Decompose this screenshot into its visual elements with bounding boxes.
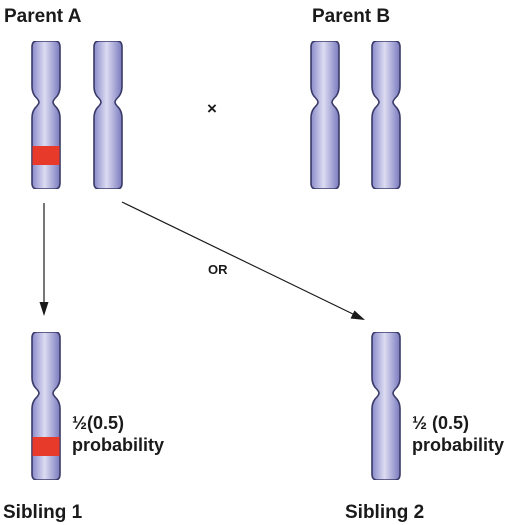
probability-fraction: ½ [412, 413, 427, 433]
marker-band [32, 437, 60, 456]
cross-symbol: × [207, 99, 217, 118]
probability-decimal: (0.5) [87, 413, 124, 433]
sibling-2-label: Sibling 2 [345, 502, 424, 523]
arrow-to-sibling-1 [39, 203, 49, 316]
or-label: OR [208, 262, 228, 277]
sibling-1-label: Sibling 1 [3, 502, 83, 523]
parent-b-label: Parent B [312, 6, 390, 27]
sibling-1-probability-word: probability [72, 435, 164, 455]
arrow-to-sibling-2 [121, 201, 365, 320]
parent-b-chromosome-2 [371, 41, 401, 189]
sibling-2-probability-value: ½ (0.5) [412, 413, 469, 433]
sibling-1-probability-value: ½(0.5) [72, 413, 124, 433]
parent-a-chromosome-1 [31, 41, 61, 189]
sibling-1-chromosome [31, 332, 61, 480]
probability-decimal: (0.5) [427, 413, 469, 433]
sibling-2-chromosome [371, 332, 401, 480]
parent-a-label: Parent A [4, 6, 82, 27]
probability-fraction: ½ [72, 413, 87, 433]
marker-band [32, 146, 60, 165]
parent-b-chromosome-1 [310, 41, 340, 189]
sibling-2-probability-word: probability [412, 435, 504, 455]
parent-a-chromosome-2 [93, 41, 123, 189]
